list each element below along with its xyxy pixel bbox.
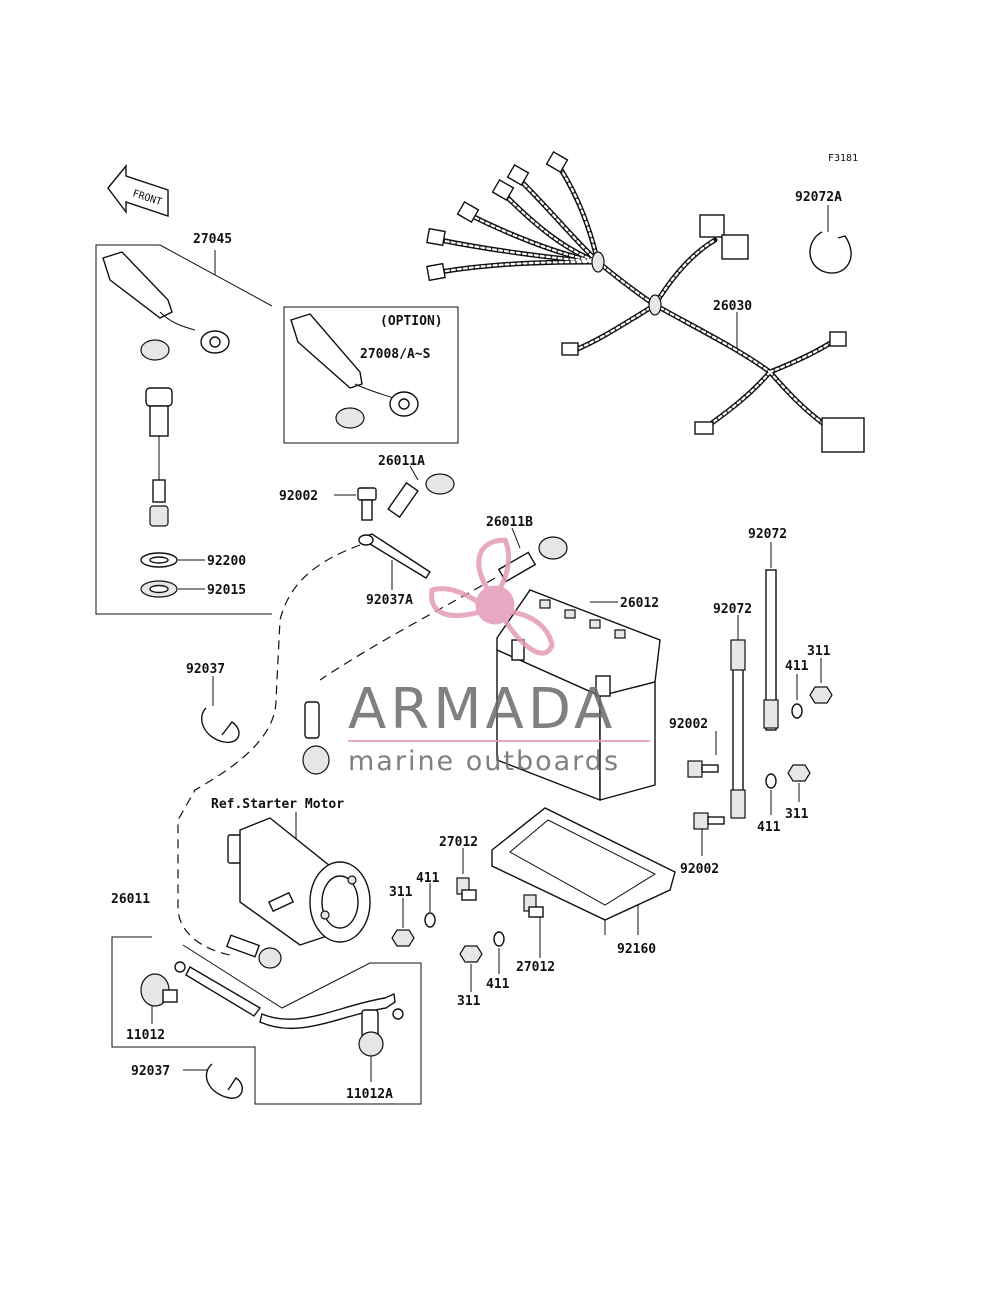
label-27012-b: 27012	[516, 960, 555, 975]
label-26012: 26012	[620, 596, 659, 611]
label-92072-a: 92072	[748, 527, 787, 542]
label-11012: 11012	[126, 1028, 165, 1043]
label-311-a: 311	[807, 644, 831, 659]
battery-cable-26011a-group	[334, 465, 455, 590]
clip-92072a	[809, 205, 852, 274]
label-92037a: 92037A	[366, 593, 413, 608]
label-411-a: 411	[785, 659, 809, 674]
ref-starter-motor: Ref.Starter Motor	[211, 797, 344, 812]
label-92015: 92015	[207, 583, 246, 598]
label-26030: 26030	[713, 299, 752, 314]
label-92200: 92200	[207, 554, 246, 569]
routing-dash-left	[177, 544, 361, 956]
hardware-right	[687, 658, 833, 856]
option-label: (OPTION)	[380, 314, 443, 329]
label-11012a: 11012A	[346, 1087, 393, 1102]
watermark: ARMADA marine outboards	[348, 537, 650, 777]
label-411-b: 411	[757, 820, 781, 835]
label-311-d: 311	[457, 994, 481, 1009]
hardware-center	[391, 848, 544, 992]
label-92072a: 92072A	[795, 190, 842, 205]
label-92037-left: 92037	[186, 662, 225, 677]
label-26011: 26011	[111, 892, 150, 907]
label-92002-top: 92002	[279, 489, 318, 504]
label-92002-low: 92002	[680, 862, 719, 877]
label-27008: 27008/A~S	[360, 347, 431, 362]
option-box	[283, 306, 459, 444]
label-311-b: 311	[785, 807, 809, 822]
label-411-d: 411	[486, 977, 510, 992]
label-26011a: 26011A	[378, 454, 425, 469]
watermark-tagline: marine outboards	[348, 746, 620, 777]
label-92072-b: 92072	[713, 602, 752, 617]
label-92002-mid: 92002	[669, 717, 708, 732]
clip-92037-left	[201, 676, 240, 744]
label-27012-a: 27012	[439, 835, 478, 850]
starter-cable-26011-group	[111, 936, 422, 1105]
battery-straps-92072	[730, 542, 779, 819]
label-92160: 92160	[617, 942, 656, 957]
figure-code: F3181	[828, 153, 858, 164]
label-311-c: 311	[389, 885, 413, 900]
label-26011b: 26011B	[486, 515, 533, 530]
ignition-switch-group	[95, 244, 273, 615]
propeller-logo-icon	[429, 537, 555, 656]
main-wiring-harness	[426, 150, 865, 453]
label-92037-bottom: 92037	[131, 1064, 170, 1079]
label-411-c: 411	[416, 871, 440, 886]
battery-tray-92160	[491, 807, 676, 935]
watermark-brand: ARMADA	[348, 677, 616, 742]
front-arrow-icon: FRONT	[107, 164, 169, 217]
label-27045: 27045	[193, 232, 232, 247]
starter-motor	[225, 812, 371, 969]
